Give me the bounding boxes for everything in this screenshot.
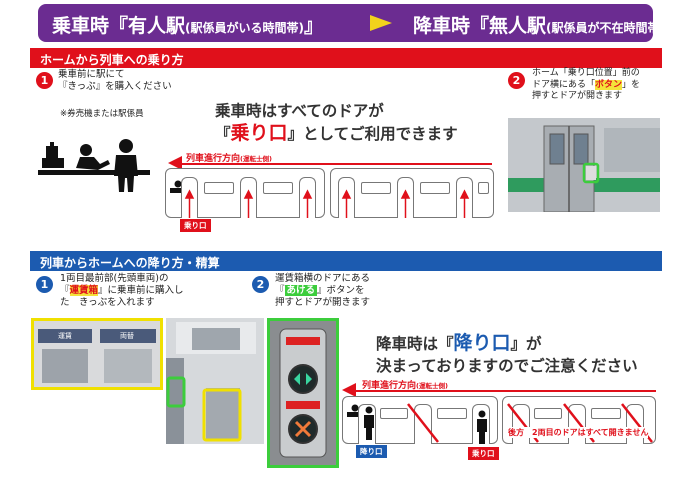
train-door-illustration: [508, 118, 660, 212]
boarding-step2-text: ホーム「乗り口位置」前の ドア横にある「ボタン」を 押すとドアが開きます: [532, 68, 641, 101]
window: [478, 182, 489, 194]
direction-arrow-icon: [168, 156, 182, 170]
fare-box-illustration: [34, 321, 160, 387]
front-door-tag: 降り口: [356, 445, 387, 458]
step-number-2: 2: [252, 276, 269, 293]
door-button-panel-illustration: [270, 321, 336, 465]
door-button-panel-photo: [267, 318, 339, 468]
step-number-1: 1: [36, 72, 53, 89]
ticket-counter-icon: [38, 139, 150, 192]
ticket-note: ※券売機または駅係員: [60, 109, 144, 119]
page-header: 乗車時『有人駅(駅係員がいる時間帯)』 降車時『無人駅(駅係員が不在時間帯)』: [38, 4, 684, 42]
driver-icon: [347, 404, 359, 417]
alighting-section-title: 列車からホームへの降り方・精算: [30, 251, 662, 271]
direction-arrow-icon: [342, 383, 356, 397]
boarding-tag: 乗り口: [180, 219, 211, 232]
step-number-1: 1: [36, 276, 53, 293]
boarding-arrows: [184, 189, 470, 218]
direction-label: 列車進行方向(運転士側): [186, 154, 272, 164]
exit-door-tag: 乗り口: [468, 447, 499, 460]
window: [534, 408, 562, 419]
header-alighting: 降車時『無人駅(駅係員が不在時間帯)』: [413, 15, 685, 37]
driver-icon: [170, 180, 182, 193]
arrow-right-icon: [370, 15, 392, 31]
direction-line: [180, 163, 492, 165]
window: [204, 182, 234, 194]
train-interior-illustration: [166, 318, 264, 444]
window: [361, 182, 391, 194]
boarding-section-title: ホームから列車への乗り方: [30, 48, 662, 68]
window: [591, 408, 621, 419]
exchange-sign: 両替: [120, 332, 134, 340]
alighting-message: 降車時は『降り口』が 決まっておりますのでご注意ください: [376, 332, 638, 375]
alighting-step1-text: 1両目最前部(先頭車両)の 『運賃箱』に乗車前に購入し た きっぷを入れます: [60, 273, 184, 308]
direction-label: 列車進行方向(運転士側): [362, 381, 448, 391]
train-door-photo: [508, 118, 660, 212]
passenger-icon: [477, 410, 487, 444]
direction-line: [354, 390, 656, 392]
alighting-step2-text: 運賃箱横のドアにある 『あける』ボタンを 押すとドアが開きます: [275, 273, 371, 308]
boarding-message: 乗車時はすべてのドアが 『乗り口』としてご利用できます: [215, 102, 458, 144]
closed-door-marks: [407, 403, 653, 443]
header-boarding: 乗車時『有人駅(駅係員がいる時間帯)』: [52, 15, 324, 37]
window: [420, 182, 450, 194]
window: [437, 408, 467, 419]
fare-sign: 運賃: [58, 332, 72, 340]
fare-box-photo: 運賃 両替: [31, 318, 163, 390]
passenger-icon: [364, 406, 374, 440]
boarding-step1-text: 乗車前に駅にて 『きっぷ』を購入ください: [58, 69, 172, 92]
train-interior-photo: [166, 318, 264, 444]
window: [263, 182, 293, 194]
step-number-2: 2: [508, 72, 525, 89]
window: [380, 408, 408, 419]
rear-car-note: 後方 2両目のドアはすべて開きません: [508, 427, 649, 438]
